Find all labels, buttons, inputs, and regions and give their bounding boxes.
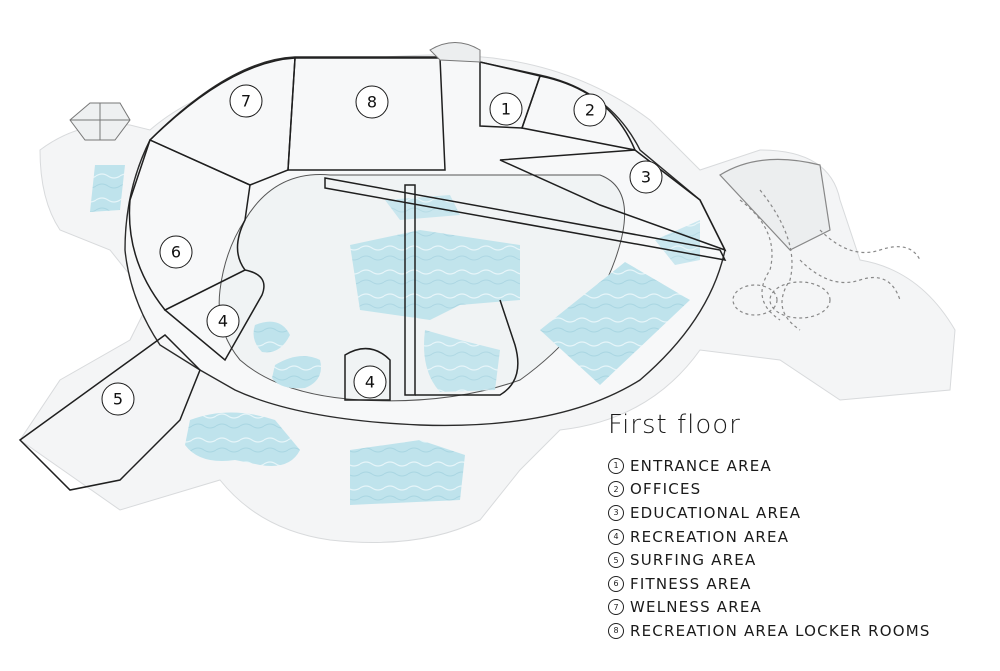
legend-label: SURFING AREA	[630, 551, 757, 570]
legend-title: First floor	[608, 410, 741, 440]
zone-label-7: 7	[241, 92, 251, 111]
legend-item: 2 OFFICES	[608, 478, 988, 502]
zone-marker-7	[229, 84, 263, 118]
zone-label-6: 6	[171, 243, 181, 262]
zone-marker-4b	[353, 365, 387, 399]
pool-small-b	[272, 356, 321, 389]
legend: First floor 1 ENTRANCE AREA 2 OFFICES 3 EDUCA…	[608, 408, 988, 643]
legend-item: 8 RECREATION AREA LOCKER ROOMS	[608, 619, 988, 643]
room-3-outline	[499, 149, 727, 252]
pool-small-a	[253, 321, 290, 353]
legend-label: RECREATION AREA LOCKER ROOMS	[630, 621, 931, 640]
room-5-outline	[18, 334, 201, 491]
legend-item: 7 WELNESS AREA	[608, 596, 988, 620]
zone-label-4b: 4	[365, 373, 375, 392]
zone-label-5: 5	[113, 390, 123, 409]
pool-center-lower	[424, 330, 500, 392]
zone-label-4a: 4	[218, 312, 228, 331]
pool-left-back	[90, 165, 125, 212]
zone-label-2: 2	[585, 101, 595, 120]
pool-right	[540, 262, 690, 385]
pool-lower-left	[185, 412, 300, 466]
zone-marker-2	[573, 93, 607, 127]
legend-number-badge: 6	[608, 575, 624, 592]
pool-central	[350, 230, 520, 320]
zone-marker-1	[489, 92, 523, 126]
zone-marker-6	[159, 235, 193, 269]
legend-number-badge: 4	[608, 528, 624, 545]
legend-item: 4 RECREATION AREA	[608, 525, 988, 549]
legend-label: RECREATION AREA	[630, 527, 790, 546]
legend-number-badge: 1	[608, 457, 624, 474]
legend-number-badge: 2	[608, 481, 624, 498]
water-slides	[719, 158, 921, 331]
room-8-outline	[287, 57, 446, 171]
entrance-tower	[429, 42, 481, 63]
legend-label: WELNESS AREA	[630, 598, 762, 617]
zone-label-1: 1	[501, 100, 511, 119]
legend-item: 3 EDUCATIONAL AREA	[608, 501, 988, 525]
legend-number-badge: 8	[608, 622, 624, 639]
zone-label-8: 8	[367, 93, 377, 112]
zone-marker-5	[101, 382, 135, 416]
legend-item: 6 FITNESS AREA	[608, 572, 988, 596]
room-4a-outline	[163, 269, 265, 362]
legend-number-badge: 5	[608, 552, 624, 569]
legend-item: 5 SURFING AREA	[608, 548, 988, 572]
zone-marker-4a	[206, 304, 240, 338]
legend-list: 1 ENTRANCE AREA 2 OFFICES 3 EDUCATIONAL AREA 4…	[608, 454, 988, 643]
legend-label: ENTRANCE AREA	[630, 456, 772, 475]
zone-marker-3	[629, 160, 663, 194]
pool-lower-center	[350, 440, 465, 505]
legend-item: 1 ENTRANCE AREA	[608, 454, 988, 478]
gazebo	[69, 102, 131, 141]
legend-label: FITNESS AREA	[630, 574, 752, 593]
pool-top-center	[385, 195, 460, 220]
room-4b-outline	[344, 347, 391, 401]
legend-label: OFFICES	[630, 480, 702, 499]
legend-number-badge: 7	[608, 599, 624, 616]
room-center-right	[415, 299, 519, 396]
zone-marker-8	[355, 85, 389, 119]
t-corridor	[324, 177, 727, 262]
legend-number-badge: 3	[608, 504, 624, 521]
zone-label-3: 3	[641, 168, 651, 187]
legend-label: EDUCATIONAL AREA	[630, 503, 802, 522]
